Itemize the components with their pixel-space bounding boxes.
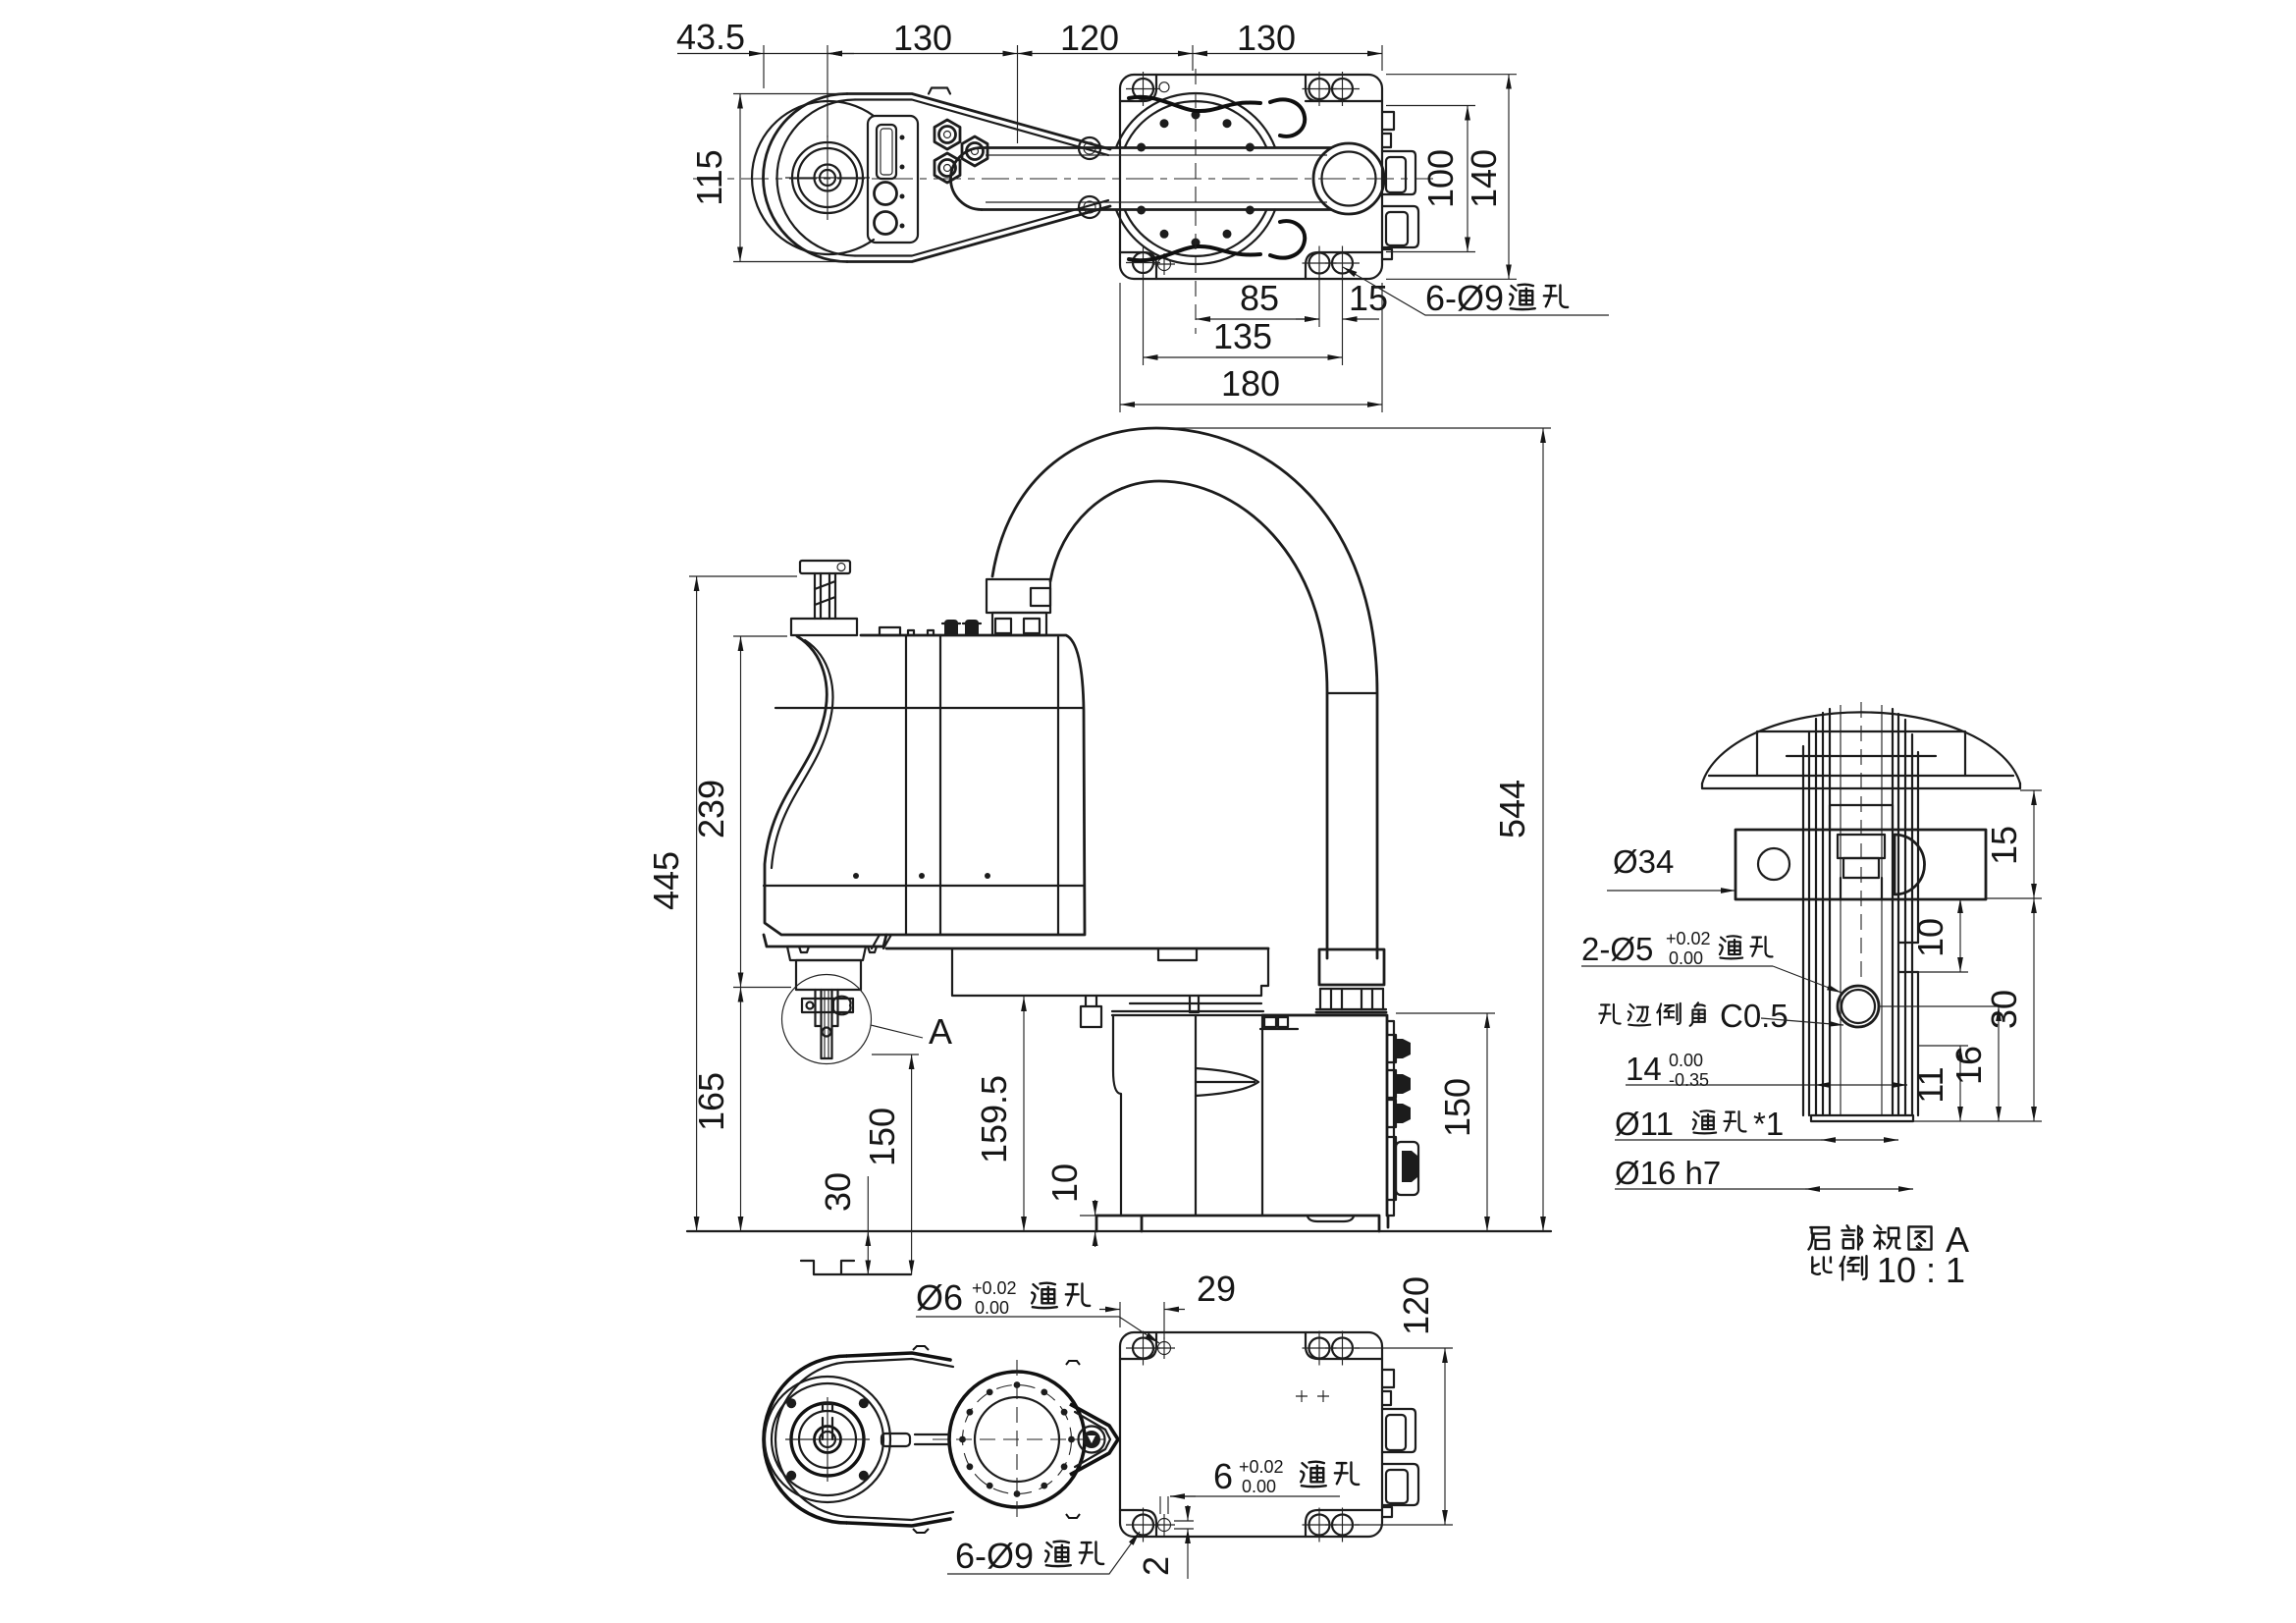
svg-text:15: 15	[1984, 826, 2024, 865]
svg-text:6: 6	[1213, 1456, 1233, 1496]
svg-text:10 : 1: 10 : 1	[1877, 1250, 1965, 1290]
svg-text:30: 30	[1984, 990, 2024, 1029]
svg-text:120: 120	[1060, 18, 1119, 58]
svg-text:0.00: 0.00	[1242, 1477, 1276, 1496]
svg-text:6-Ø9: 6-Ø9	[955, 1536, 1034, 1576]
svg-text:Ø6: Ø6	[916, 1277, 963, 1318]
svg-text:100: 100	[1420, 149, 1461, 208]
svg-text:85: 85	[1240, 278, 1279, 318]
svg-text:+0.02: +0.02	[1239, 1457, 1284, 1477]
svg-text:Ø11: Ø11	[1615, 1106, 1674, 1142]
svg-text:130: 130	[1237, 18, 1296, 58]
svg-text:A: A	[1946, 1219, 1969, 1260]
svg-text:Ø16 h7: Ø16 h7	[1615, 1155, 1721, 1191]
svg-text:A: A	[929, 1011, 952, 1052]
svg-text:445: 445	[646, 851, 686, 910]
svg-text:165: 165	[691, 1072, 731, 1131]
svg-text:14: 14	[1626, 1051, 1662, 1087]
svg-text:120: 120	[1396, 1276, 1436, 1335]
svg-text:10: 10	[1910, 918, 1950, 957]
svg-text:140: 140	[1464, 149, 1504, 208]
svg-text:29: 29	[1197, 1269, 1236, 1309]
svg-text:0.00: 0.00	[975, 1298, 1009, 1318]
svg-text:0.00: 0.00	[1669, 948, 1703, 968]
svg-text:159.5: 159.5	[974, 1075, 1014, 1163]
svg-text:16: 16	[1949, 1046, 1989, 1085]
svg-text:115: 115	[689, 149, 729, 205]
svg-text:+0.02: +0.02	[1666, 929, 1711, 948]
svg-text:150: 150	[1437, 1078, 1477, 1137]
svg-text:15: 15	[1349, 278, 1388, 318]
svg-text:2-Ø5: 2-Ø5	[1581, 931, 1653, 967]
svg-text:30: 30	[818, 1172, 858, 1212]
svg-text:130: 130	[893, 18, 952, 58]
svg-text:135: 135	[1213, 316, 1272, 356]
svg-text:11: 11	[1910, 1066, 1950, 1103]
svg-text:10: 10	[1044, 1163, 1085, 1203]
svg-text:2: 2	[1136, 1556, 1176, 1576]
svg-text:43.5: 43.5	[676, 17, 745, 57]
svg-text:6-Ø9: 6-Ø9	[1425, 278, 1504, 318]
svg-text:-0.35: -0.35	[1669, 1070, 1709, 1090]
svg-text:0.00: 0.00	[1669, 1051, 1703, 1070]
svg-text:Ø34: Ø34	[1613, 843, 1674, 880]
svg-text:180: 180	[1221, 363, 1280, 404]
svg-text:239: 239	[691, 780, 731, 839]
svg-text:C0.5: C0.5	[1720, 998, 1789, 1034]
svg-text:*1: *1	[1753, 1106, 1784, 1142]
svg-text:150: 150	[862, 1108, 902, 1166]
svg-text:+0.02: +0.02	[972, 1278, 1017, 1298]
svg-text:544: 544	[1492, 780, 1532, 839]
